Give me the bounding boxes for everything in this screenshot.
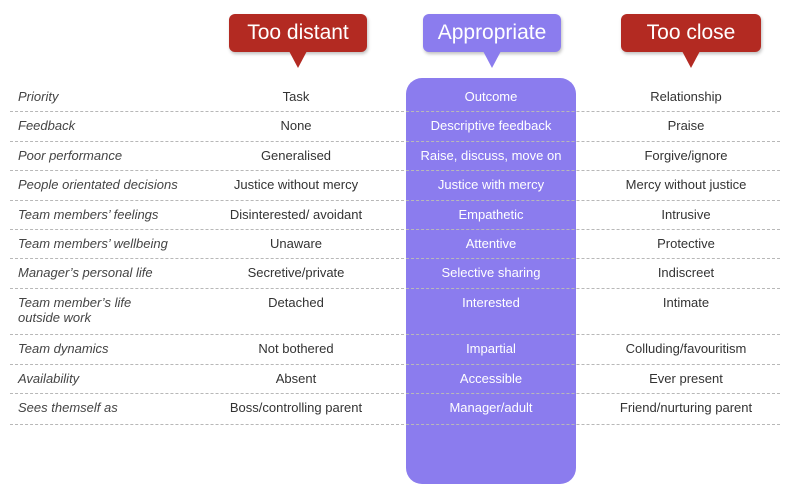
appropriate-cell: Interested: [462, 295, 520, 310]
row-label: Availability: [18, 371, 80, 386]
too-close-cell: Intrusive: [661, 207, 711, 222]
appropriate-callout: Appropriate: [423, 14, 561, 68]
appropriate-cell: Outcome: [464, 89, 518, 104]
too-distant-cell: Not bothered: [258, 341, 334, 356]
too-distant-cell: Task: [282, 89, 310, 104]
table-row: Team member’s life outside work Detached I…: [10, 288, 780, 335]
table-row: Availability Absent Accessible Ever present: [10, 364, 780, 394]
table-row: Manager’s personal life Secretive/private…: [10, 258, 780, 289]
row-label: Team members’ wellbeing: [18, 236, 168, 251]
table-row: Poor performance Generalised Raise, discus…: [10, 141, 780, 171]
too-distant-cell: Boss/controlling parent: [229, 400, 363, 415]
too-distant-cell: Generalised: [260, 148, 332, 163]
appropriate-cell: Manager/adult: [449, 400, 533, 415]
appropriate-cell: Accessible: [459, 371, 523, 386]
row-label: Team member’s life outside work: [18, 295, 132, 325]
too-distant-cell: Secretive/private: [247, 265, 345, 280]
row-label: Manager’s personal life: [18, 265, 153, 280]
too-close-cell: Friend/nurturing parent: [619, 400, 753, 415]
too-close-cell: Protective: [657, 236, 715, 251]
row-label: People orientated decisions: [18, 177, 178, 192]
table-row: Sees themself as Boss/controlling parent M…: [10, 393, 780, 425]
too-distant-cell: Justice without mercy: [233, 177, 359, 192]
too-close-cell: Colluding/favouritism: [625, 341, 747, 356]
appropriate-column-highlight: [406, 78, 576, 484]
row-label: Feedback: [18, 118, 76, 133]
appropriate-cell: Descriptive feedback: [430, 118, 552, 133]
appropriate-cell: Empathetic: [458, 207, 524, 222]
table-row: Team dynamics Not bothered Impartial Collud…: [10, 334, 780, 365]
too-distant-cell: Disinterested/ avoidant: [229, 207, 363, 222]
too-distant-callout: Too distant: [229, 14, 367, 68]
appropriate-cell: Impartial: [466, 341, 516, 356]
row-label: Poor performance: [18, 148, 123, 163]
appropriate-cell: Selective sharing: [441, 265, 541, 280]
too-distant-cell: Absent: [275, 371, 317, 386]
appropriate-cell: Raise, discuss, move on: [420, 148, 562, 163]
too-close-cell: Intimate: [662, 295, 710, 310]
too-close-cell: Praise: [667, 118, 705, 133]
too-close-cell: Ever present: [649, 371, 723, 386]
appropriate-label: Appropriate: [437, 21, 547, 44]
row-label: Priority: [18, 89, 59, 104]
too-close-label: Too close: [646, 21, 736, 44]
table-row: Team members’ wellbeing Unaware Attentive P…: [10, 229, 780, 259]
appropriate-cell: Justice with mercy: [437, 177, 545, 192]
appropriate-cell: Attentive: [465, 236, 517, 251]
table-row: Priority Task Outcome Relationship: [10, 82, 780, 112]
too-close-callout: Too close: [621, 14, 761, 68]
row-label: Sees themself as: [18, 400, 118, 415]
too-distant-cell: Unaware: [269, 236, 323, 251]
too-distant-cell: Detached: [268, 295, 324, 310]
table-row: People orientated decisions Justice witho…: [10, 170, 780, 201]
too-distant-label: Too distant: [247, 21, 349, 44]
row-label: Team dynamics: [18, 341, 109, 356]
table-row: Feedback None Descriptive feedback Praise: [10, 111, 780, 142]
row-label: Team members’ feelings: [18, 207, 159, 222]
too-close-cell: Indiscreet: [657, 265, 715, 280]
too-close-cell: Mercy without justice: [625, 177, 747, 192]
too-distant-cell: None: [280, 118, 312, 133]
table-row: Team members’ feelings Disinterested/ avo…: [10, 200, 780, 230]
too-close-cell: Forgive/ignore: [644, 148, 728, 163]
too-close-cell: Relationship: [650, 89, 722, 104]
